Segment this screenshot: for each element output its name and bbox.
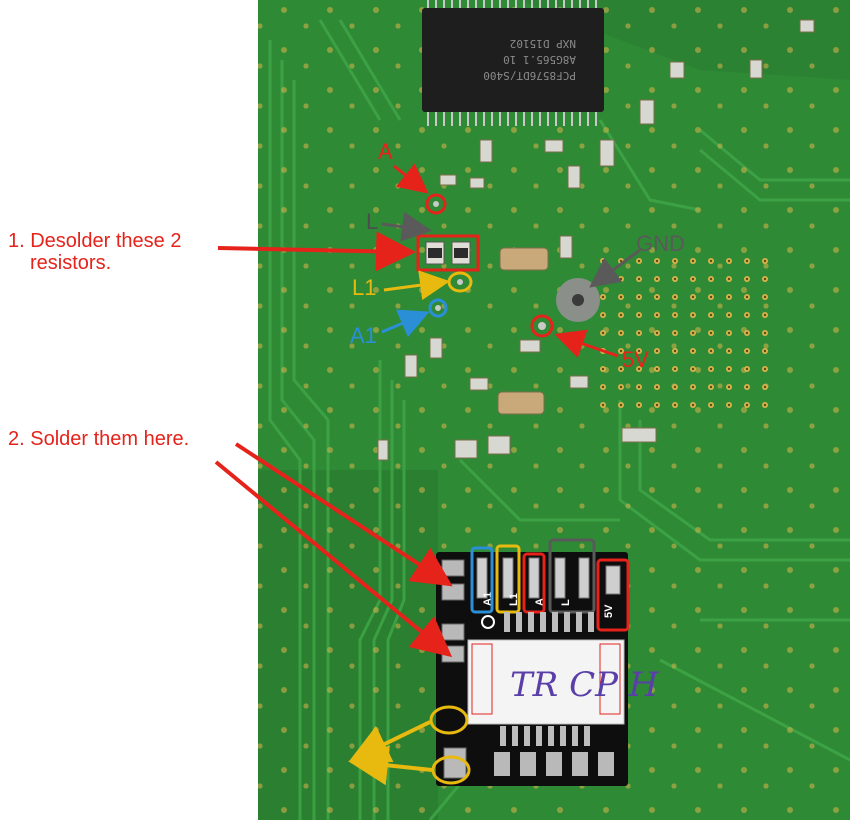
- sticker-handwriting: TR CP H: [510, 665, 660, 705]
- point-l-arrow: [381, 211, 432, 242]
- adapter-pad-l1: L1: [508, 593, 520, 606]
- label-a: A: [378, 139, 393, 164]
- step1-line2: resistors.: [30, 252, 112, 274]
- point-l1-arrow: [383, 270, 450, 301]
- chip-marking-line2: A8G565.1 10: [503, 53, 576, 66]
- point-a-marker: [425, 193, 447, 215]
- point-markers: [425, 193, 554, 338]
- step1-arrow: [217, 231, 416, 272]
- annotation-arrows: [214, 163, 641, 786]
- label-gnd: GND: [636, 231, 685, 256]
- step2-instruction: 2. Solder them here.: [8, 428, 190, 450]
- point-5v-marker: [530, 314, 554, 338]
- chip-marking-line3: NXP D15102: [510, 37, 576, 50]
- adapter-board: A1 L1 A L 5V TR CP H: [429, 538, 660, 786]
- wire-arrow-lower: [348, 745, 433, 786]
- adapter-wire-pad-top: [429, 705, 469, 735]
- point-5v-arrow: [554, 329, 619, 359]
- adapter-wire-pad-bottom: [431, 755, 471, 785]
- label-a1: A1: [350, 323, 377, 348]
- step2-arrow-upper: [234, 442, 453, 587]
- target-resistors: [416, 234, 480, 272]
- gnd-arrow: [589, 248, 641, 288]
- adapter-pad-a: A: [534, 598, 546, 606]
- adapter-a1-box: [470, 546, 494, 614]
- label-l1: L1: [352, 275, 377, 300]
- lcd-driver-chip: PCF8576DT/S400 A8G565.1 10 NXP D15102: [422, 0, 604, 126]
- label-5v: 5V: [622, 347, 649, 372]
- chip-marking-line1: PCF8576DT/S400: [483, 69, 576, 82]
- label-l: L: [366, 209, 379, 234]
- step1-instruction: 1. Desolder these 2 resistors.: [8, 230, 181, 274]
- step1-line1: 1. Desolder these 2: [8, 230, 182, 252]
- adapter-l-gnd-box: [548, 538, 596, 614]
- adapter-pad-l: L: [560, 599, 572, 606]
- point-a-arrow: [393, 163, 429, 194]
- resistors-highlight-box: [416, 234, 480, 272]
- step2-arrow-lower: [214, 460, 453, 658]
- adapter-pad-5v: 5V: [603, 604, 615, 618]
- point-a1-arrow: [381, 309, 430, 338]
- adapter-5v-box: [596, 558, 630, 632]
- pcb-board: [258, 0, 850, 820]
